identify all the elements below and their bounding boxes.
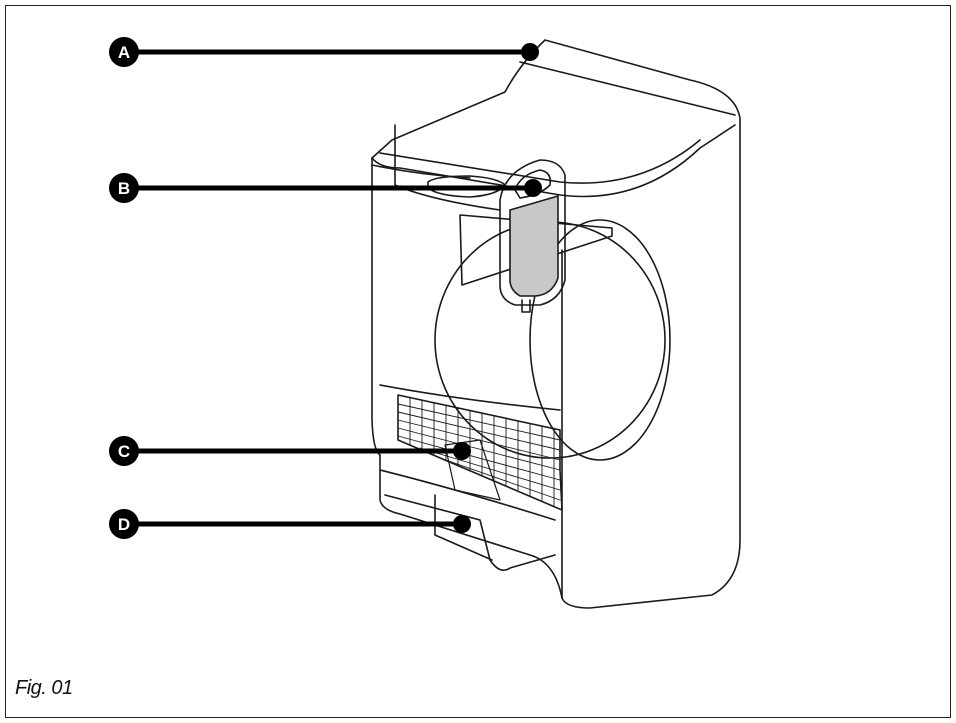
figure-caption: Fig. 01 [15, 677, 73, 699]
callout-letter-d: D [118, 515, 130, 534]
control-panel-line [371, 164, 471, 179]
callout-letter-b: B [118, 179, 130, 198]
callout-b: B [109, 173, 139, 203]
front-bottom-edge [379, 454, 563, 599]
water-tank-outline [499, 159, 566, 306]
lower-panel-line [379, 384, 561, 411]
filter-frame [397, 394, 563, 511]
endpoint-d [453, 515, 471, 533]
dryer-body [371, 39, 741, 609]
callout-endpoints [453, 43, 542, 533]
callout-c: C [109, 436, 139, 466]
callout-d: D [109, 509, 139, 539]
plinth-handle [434, 494, 493, 561]
filter-grid-vertical [409, 397, 555, 507]
figure-frame [5, 5, 951, 718]
top-ridge-line [519, 61, 736, 116]
callout-letter-c: C [118, 442, 130, 461]
water-tank-spout [521, 299, 531, 313]
endpoint-b [524, 179, 542, 197]
dryer-top-outline [371, 39, 741, 159]
filter-cover [444, 439, 501, 501]
left-side-edge [371, 157, 381, 456]
callout-leaders [127, 49, 535, 527]
endpoint-c [453, 442, 471, 460]
right-side-edge [561, 124, 741, 609]
top-inner-line [379, 139, 701, 184]
door-window-line [459, 214, 613, 286]
dryer-top-edge [371, 124, 736, 198]
callout-a: A [109, 37, 139, 67]
plinth-top-line [379, 469, 556, 521]
front-top-panel [394, 124, 501, 211]
water-tank-fill [509, 195, 559, 297]
callout-letter-a: A [118, 43, 130, 62]
plinth-front [384, 494, 556, 571]
door-rim [529, 219, 671, 461]
endpoint-a [521, 43, 539, 61]
